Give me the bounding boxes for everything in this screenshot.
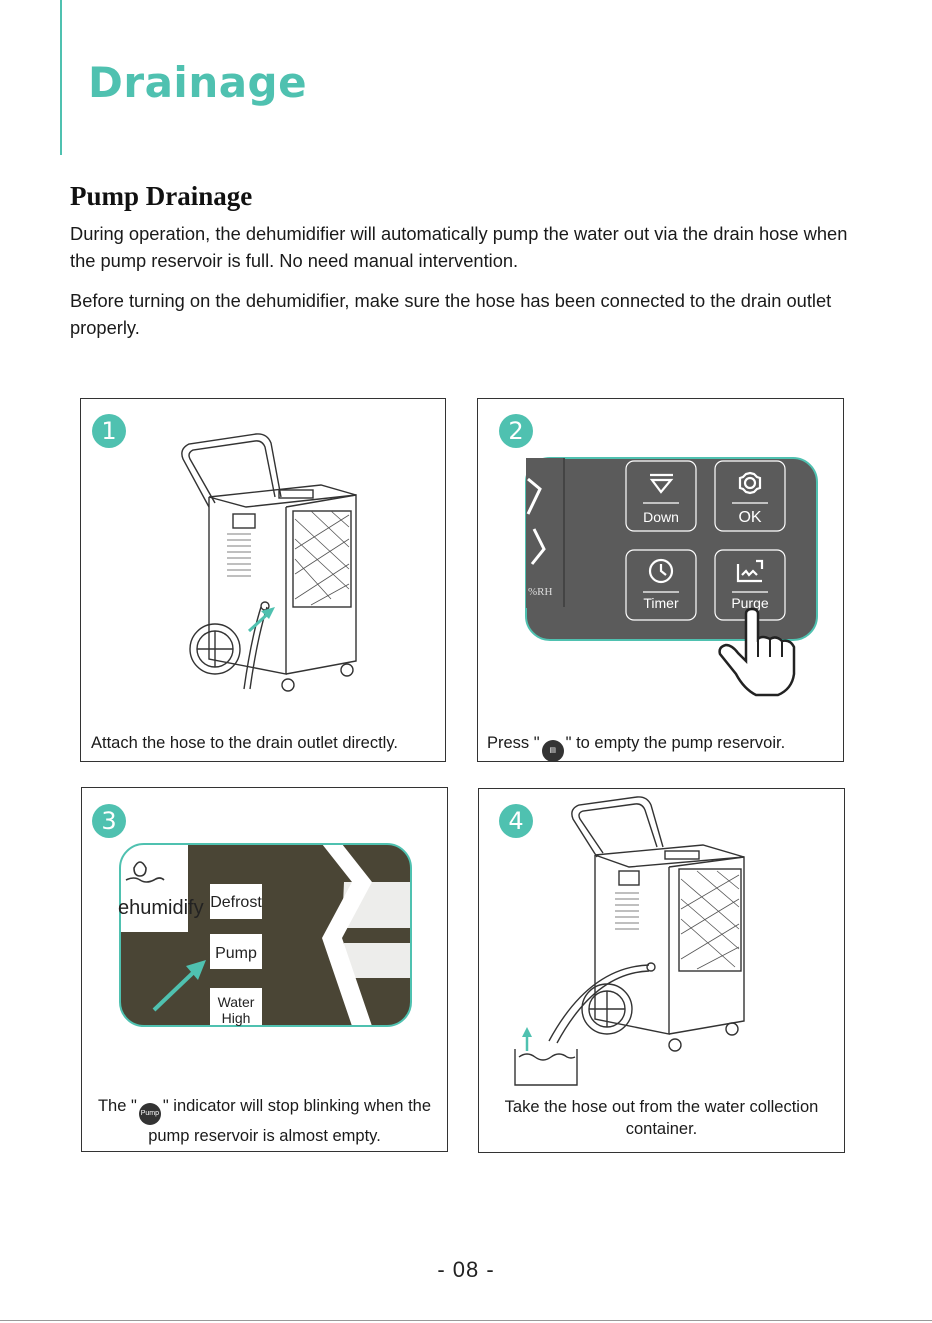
pointing-hand-icon (718, 607, 796, 697)
step-2-badge: 2 (499, 414, 533, 448)
step-1-caption: Attach the hose to the drain outlet dire… (91, 734, 398, 752)
step-3-badge: 3 (92, 804, 126, 838)
down-button-label: Down (643, 509, 679, 525)
purge-button-label: Purge (731, 595, 769, 611)
bottom-rule (0, 1320, 932, 1321)
pump-indicator-label: Pump (215, 945, 257, 962)
timer-button-label: Timer (643, 595, 679, 611)
step-3-panel: 3 ehumidify Defrost Pump Water High The … (81, 787, 448, 1152)
water-high-indicator-label-line2: High (222, 1010, 251, 1026)
page-title: Drainage (88, 58, 308, 107)
pump-indicator-illustration: ehumidify Defrost Pump Water High (118, 843, 412, 1027)
step-2-caption: Press "▤" to empty the pump reservoir. (487, 734, 785, 762)
section-title: Pump Drainage (70, 181, 253, 211)
page-number: - 08 - (437, 1257, 495, 1282)
purge-mini-icon: ▤ (541, 740, 564, 762)
dehumidify-indicator-label: ehumidify (118, 897, 204, 919)
title-accent-bar (60, 0, 62, 155)
step-1-panel: 1 Attach the hose to the drai (80, 398, 446, 762)
step-4-panel: 4 Take the hose (478, 788, 845, 1153)
step-1-badge: 1 (92, 414, 126, 448)
pump-mini-icon: Pump (138, 1103, 161, 1125)
step-4-badge: 4 (499, 804, 533, 838)
paragraph-pump-operation: During operation, the dehumidifier will … (70, 223, 848, 271)
dehumidifier-hose-attach-illustration (181, 433, 357, 692)
water-high-indicator-label-line1: Water (218, 994, 255, 1010)
dehumidifier-hose-remove-illustration (514, 796, 745, 1086)
step-3-caption: The "Pump" indicator will stop blinking … (97, 1097, 432, 1145)
defrost-indicator-label: Defrost (210, 894, 262, 911)
humidity-unit-label: %RH (528, 586, 553, 598)
paragraph-hose-connection: Before turning on the dehumidifier, make… (70, 290, 832, 338)
step-2-panel: 2 Down OK Timer Purge %RH (477, 398, 844, 762)
control-panel-purge-illustration: Down OK Timer Purge %RH (525, 457, 818, 697)
step-4-caption: Take the hose out from the water collect… (504, 1098, 819, 1138)
ok-button-label: OK (738, 509, 761, 526)
